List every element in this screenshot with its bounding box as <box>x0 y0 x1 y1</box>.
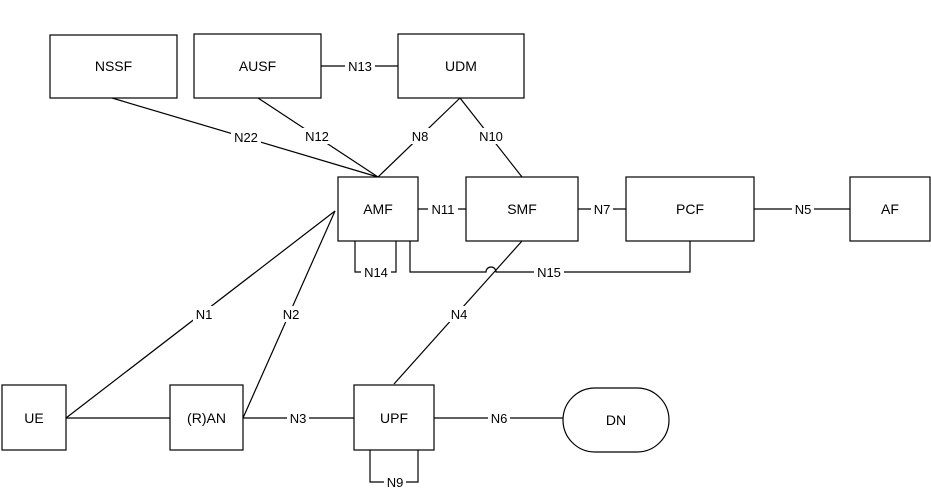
node-upf[interactable]: UPF <box>353 384 435 451</box>
label-n2: N2 <box>283 307 300 322</box>
label-n8: N8 <box>412 129 429 144</box>
node-nssf[interactable]: NSSF <box>49 34 178 99</box>
node-af-label: AF <box>881 201 899 217</box>
nodes: NSSF AUSF UDM AMF SMF PCF AF UE <box>1 33 931 453</box>
node-ausf[interactable]: AUSF <box>193 33 322 99</box>
node-ran-label: (R)AN <box>187 410 226 426</box>
label-n15: N15 <box>537 265 561 280</box>
node-upf-label: UPF <box>380 410 408 426</box>
label-n22: N22 <box>234 130 258 145</box>
label-n9: N9 <box>387 475 404 490</box>
interface-labels: N13 N22 N12 N8 N10 N11 N7 N5 N14 N15 N1 … <box>193 58 814 490</box>
node-amf-label: AMF <box>363 201 393 217</box>
label-n14: N14 <box>364 265 388 280</box>
label-n13: N13 <box>348 59 372 74</box>
node-ran[interactable]: (R)AN <box>169 384 244 451</box>
node-nssf-label: NSSF <box>95 58 132 74</box>
link-n15 <box>409 241 691 273</box>
label-n5: N5 <box>795 202 812 217</box>
node-af[interactable]: AF <box>849 176 931 242</box>
node-udm-label: UDM <box>445 58 477 74</box>
node-pcf[interactable]: PCF <box>625 176 755 242</box>
label-n6: N6 <box>491 411 508 426</box>
label-n7: N7 <box>594 202 611 217</box>
label-n1: N1 <box>196 307 213 322</box>
node-pcf-label: PCF <box>676 201 704 217</box>
node-smf[interactable]: SMF <box>465 176 579 242</box>
node-ue[interactable]: UE <box>1 384 67 451</box>
label-n4: N4 <box>451 307 468 322</box>
node-dn-label: DN <box>606 412 626 428</box>
node-smf-label: SMF <box>507 201 537 217</box>
label-n11: N11 <box>432 202 455 217</box>
node-ausf-label: AUSF <box>239 58 276 74</box>
label-n3: N3 <box>290 411 307 426</box>
label-n12: N12 <box>305 129 329 144</box>
node-dn[interactable]: DN <box>562 387 670 453</box>
node-ue-label: UE <box>24 410 43 426</box>
label-n10: N10 <box>479 129 503 144</box>
node-amf[interactable]: AMF <box>337 176 419 242</box>
node-udm[interactable]: UDM <box>397 33 525 99</box>
